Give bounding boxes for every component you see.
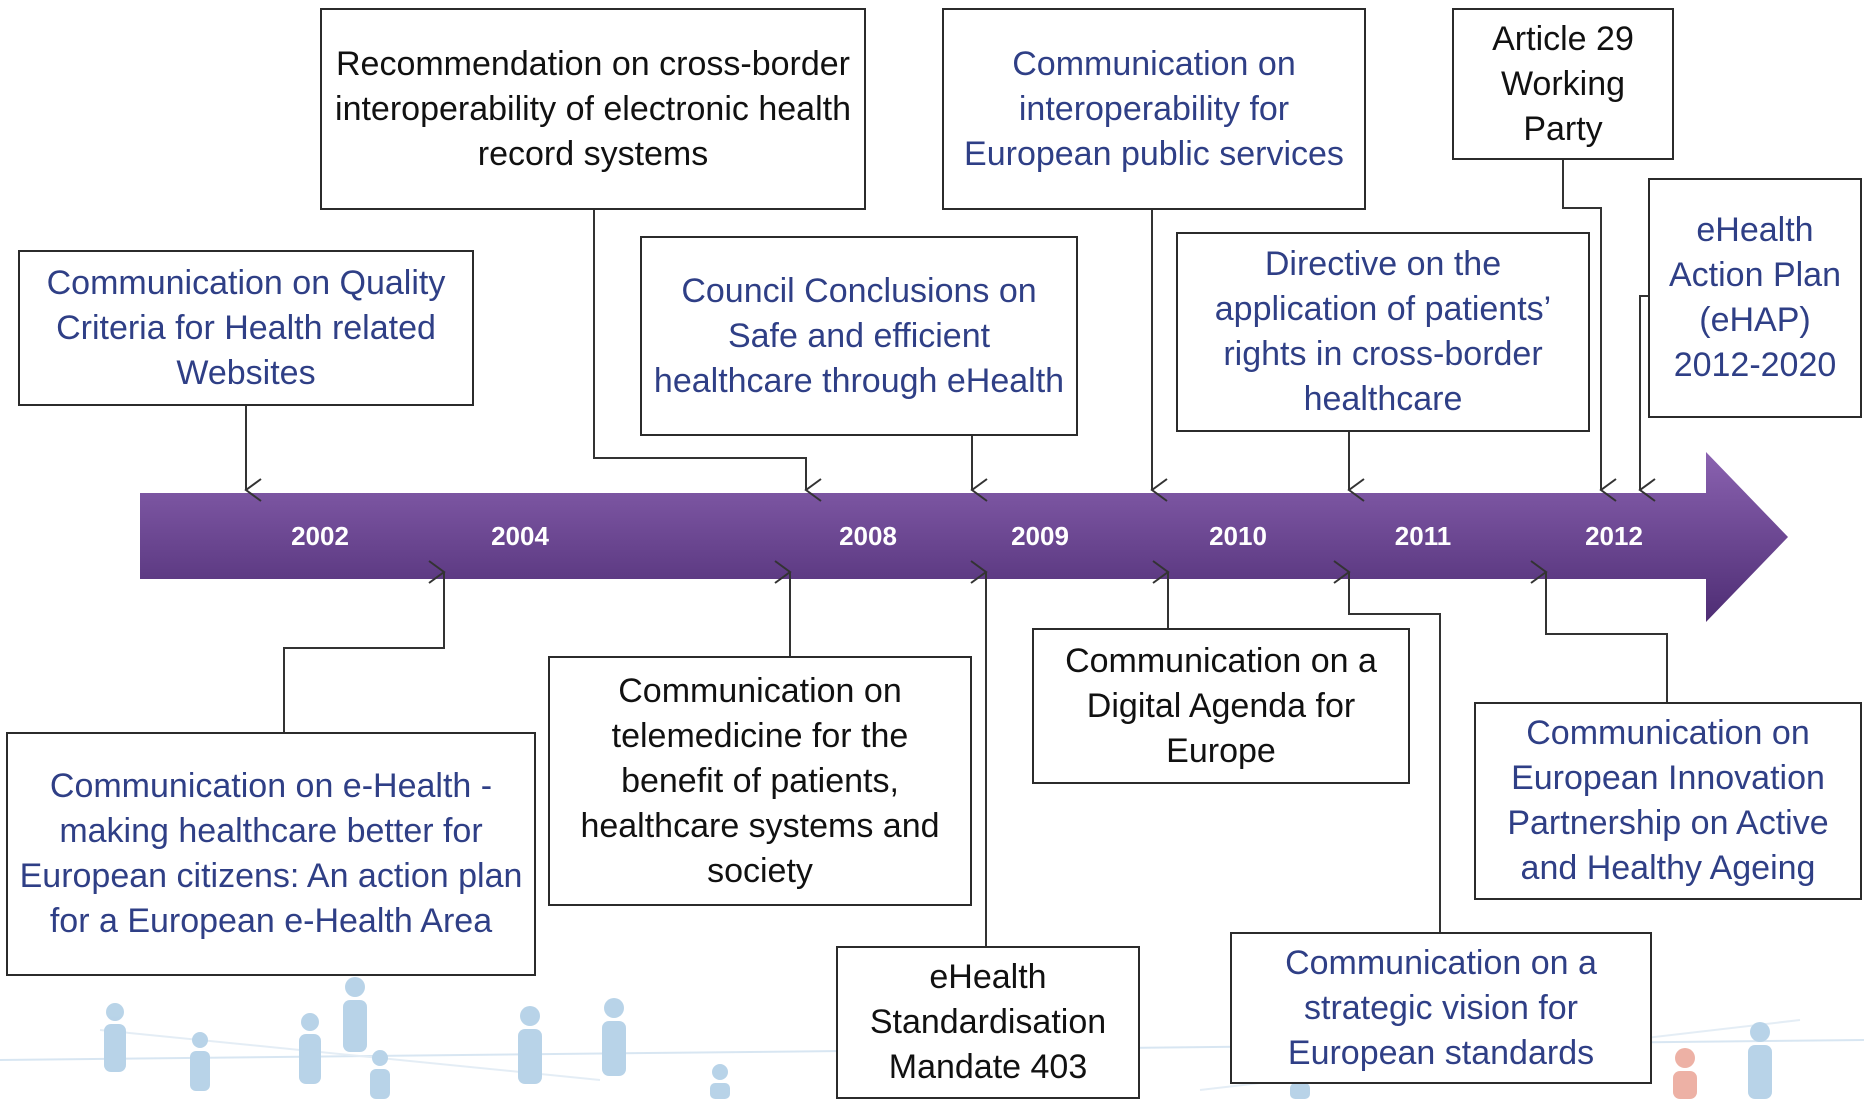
event-text: Directive on the application of patients… [1214,245,1552,418]
connector-ehealth-2004 [283,560,446,732]
event-european-standards-vision: Communication on a strategic vision for … [1230,932,1652,1084]
event-text: Communication on a strategic vision for … [1285,943,1597,1072]
event-text: eHealth Action Plan (eHAP) 2012-2020 [1669,211,1841,384]
people-background-decoration [0,977,1864,1099]
event-text: Communication on European Innovation Par… [1507,714,1829,887]
event-text: Communication on telemedicine for the be… [580,671,940,890]
connectors [244,160,1668,946]
event-text: Article 29 Working Party [1492,19,1634,148]
event-text: Communication on e-Health - making healt… [19,767,523,940]
connector-ehr-recommendation [593,210,822,502]
year-label-2012: 2012 [1585,521,1643,551]
connector-ehap [1638,295,1656,502]
event-text: Recommendation on cross-border interoper… [335,44,851,173]
event-text: Communication on interoperability for Eu… [964,44,1344,173]
event-council-conclusions-ehealth: Council Conclusions on Safe and efficien… [640,236,1078,436]
event-article-29-working-party: Article 29 Working Party [1452,8,1674,160]
event-standardisation-mandate-403: eHealth Standardisation Mandate 403 [836,946,1140,1099]
year-label-2010: 2010 [1209,521,1267,551]
year-label-2002: 2002 [291,521,349,551]
event-ehealth-action-plan: eHealth Action Plan (eHAP) 2012-2020 [1648,178,1862,418]
event-patients-rights-directive: Directive on the application of patients… [1176,232,1590,432]
year-label-2008: 2008 [839,521,897,551]
year-label-2011: 2011 [1394,521,1452,551]
event-text: Communication on Quality Criteria for He… [46,263,446,392]
timeline-arrow [140,452,1788,622]
year-label-2004: 2004 [491,521,549,551]
connector-active-ageing [1530,560,1668,702]
connector-article-29 [1562,160,1617,502]
event-text: eHealth Standardisation Mandate 403 [869,958,1107,1086]
event-active-healthy-ageing: Communication on European Innovation Par… [1474,702,1862,900]
year-label-2009: 2009 [1011,521,1069,551]
event-telemedicine-communication: Communication on telemedicine for the be… [548,656,972,906]
event-ehealth-action-plan-2004: Communication on e-Health - making healt… [6,732,536,976]
event-quality-criteria-websites: Communication on Quality Criteria for He… [18,250,474,406]
event-interoperability-public-services: Communication on interoperability for Eu… [942,8,1366,210]
event-digital-agenda: Communication on a Digital Agenda for Eu… [1032,628,1410,784]
event-text: Council Conclusions on Safe and efficien… [653,271,1065,400]
event-text: Communication on a Digital Agenda for Eu… [1065,641,1377,770]
event-ehr-interoperability-recommendation: Recommendation on cross-border interoper… [320,8,866,210]
connector-standards-vision [1333,560,1441,932]
